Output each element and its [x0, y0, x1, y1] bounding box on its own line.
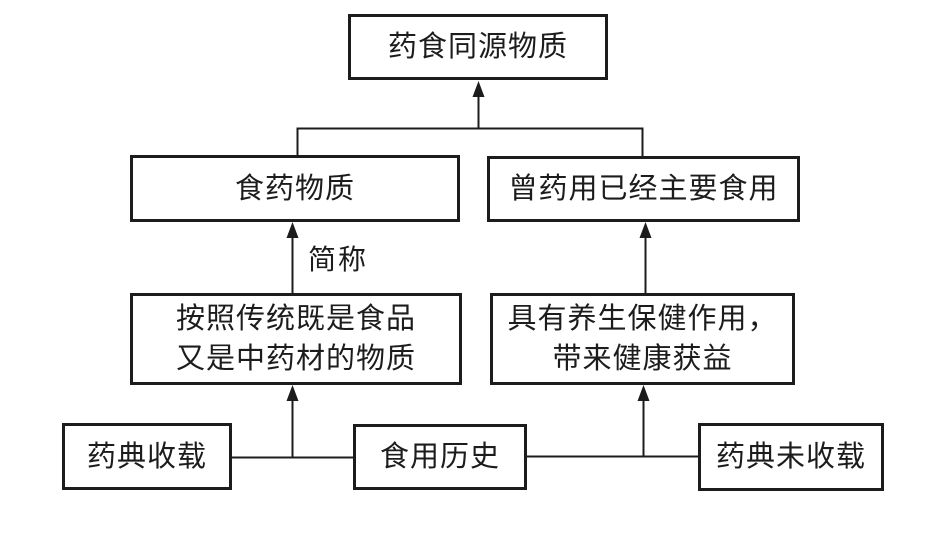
edge-bottom-right-to-right-definition: [637, 385, 650, 456]
node-left-definition-line2: 又是中药材的物质: [175, 343, 416, 375]
node-right-branch-label: 曾药用已经主要食用: [508, 173, 779, 205]
arrowhead-to-root: [472, 81, 485, 97]
edge-left-definition-to-left-branch: [286, 222, 299, 293]
arrowhead-to-left-branch: [286, 222, 299, 238]
node-left-definition: 按照传统既是食品 又是中药材的物质: [130, 293, 462, 385]
node-pharmacopoeia-not-included: 药典未收载: [698, 423, 884, 491]
node-right-definition: 具有养生保健作用， 带来健康获益: [490, 293, 795, 385]
node-left-branch: 食药物质: [130, 155, 460, 222]
edge-label-abbreviation: 简称: [308, 245, 369, 276]
arrowhead-to-left-definition: [286, 385, 299, 401]
edge-bottom-left-to-left-definition: [286, 385, 299, 457]
node-left-definition-line1: 按照传统既是食品: [175, 303, 416, 335]
arrowhead-to-right-definition: [637, 385, 650, 401]
edge-branches-to-root: [296, 81, 644, 159]
node-pharmacopoeia-not-included-label: 药典未收载: [715, 441, 866, 473]
node-right-definition-line2: 带来健康获益: [552, 343, 733, 375]
node-left-branch-label: 食药物质: [234, 172, 355, 205]
node-food-history-label: 食用历史: [379, 441, 500, 473]
node-root: 药食同源物质: [348, 14, 608, 80]
node-right-definition-line1: 具有养生保健作用，: [507, 303, 778, 335]
node-food-history: 食用历史: [353, 424, 527, 490]
edge-right-definition-to-right-branch: [639, 222, 652, 293]
node-pharmacopoeia-included: 药典收载: [62, 423, 232, 490]
node-root-label: 药食同源物质: [387, 31, 568, 63]
node-pharmacopoeia-included-label: 药典收载: [86, 440, 207, 473]
node-right-branch: 曾药用已经主要食用: [487, 156, 800, 222]
arrowhead-to-right-branch: [639, 222, 652, 238]
